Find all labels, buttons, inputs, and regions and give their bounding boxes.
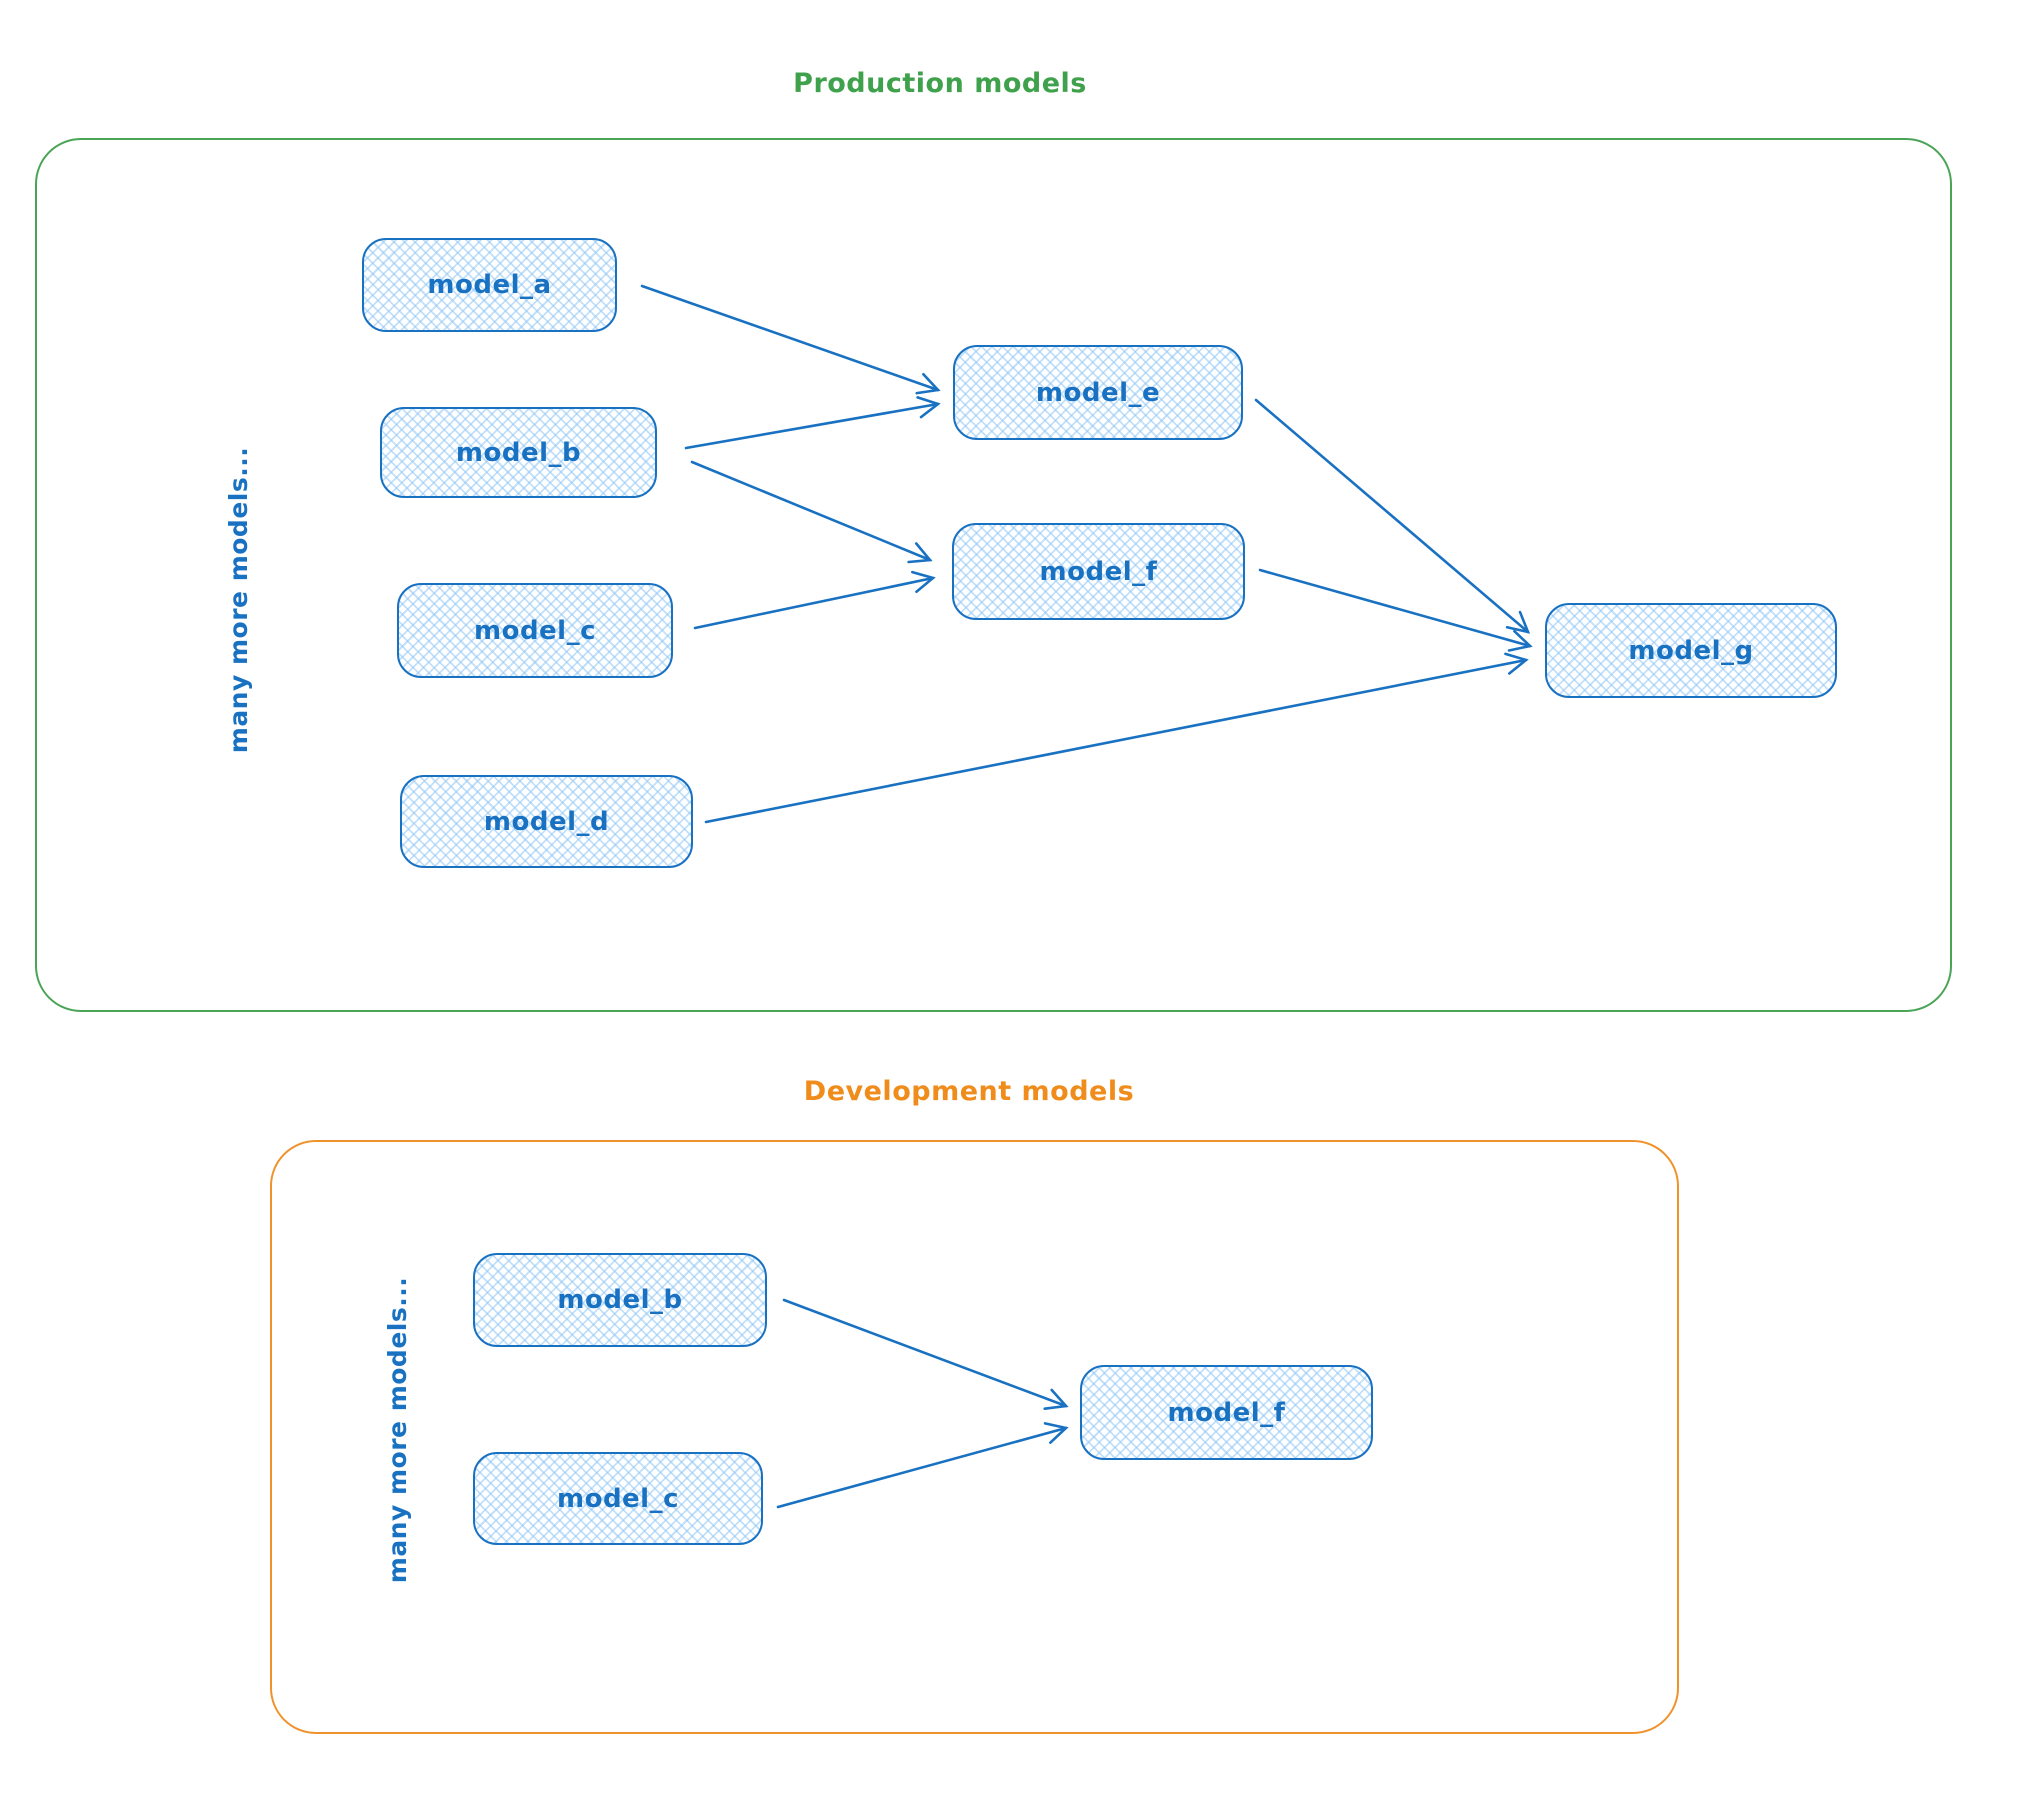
node-label: model_f bbox=[1167, 1397, 1286, 1428]
node-development-model_c: model_c bbox=[473, 1452, 763, 1545]
node-production-model_e: model_e bbox=[953, 345, 1243, 440]
node-label: model_b bbox=[557, 1285, 683, 1315]
node-label: model_f bbox=[1039, 556, 1158, 587]
development-container-box bbox=[270, 1140, 1679, 1734]
node-production-model_f: model_f bbox=[952, 523, 1245, 620]
development-section-title: Development models bbox=[803, 1076, 1135, 1107]
node-development-model_f: model_f bbox=[1080, 1365, 1373, 1460]
node-production-model_c: model_c bbox=[397, 583, 673, 678]
node-label: model_d bbox=[483, 806, 610, 837]
node-production-model_b: model_b bbox=[380, 407, 657, 498]
production-section-title: Production models bbox=[793, 68, 1087, 99]
node-development-model_b: model_b bbox=[473, 1253, 767, 1347]
node-production-model_d: model_d bbox=[400, 775, 693, 868]
node-production-model_g: model_g bbox=[1545, 603, 1837, 698]
node-label: model_e bbox=[1035, 377, 1161, 408]
node-label: model_g bbox=[1628, 635, 1754, 666]
node-label: model_c bbox=[556, 1483, 680, 1514]
node-production-model_a: model_a bbox=[362, 238, 617, 332]
development-side-note: many more models... bbox=[382, 1276, 412, 1584]
production-side-note: many more models... bbox=[223, 446, 253, 754]
node-label: model_b bbox=[455, 437, 582, 468]
production-container-box bbox=[35, 138, 1952, 1012]
node-label: model_c bbox=[473, 615, 597, 646]
node-label: model_a bbox=[427, 270, 552, 300]
